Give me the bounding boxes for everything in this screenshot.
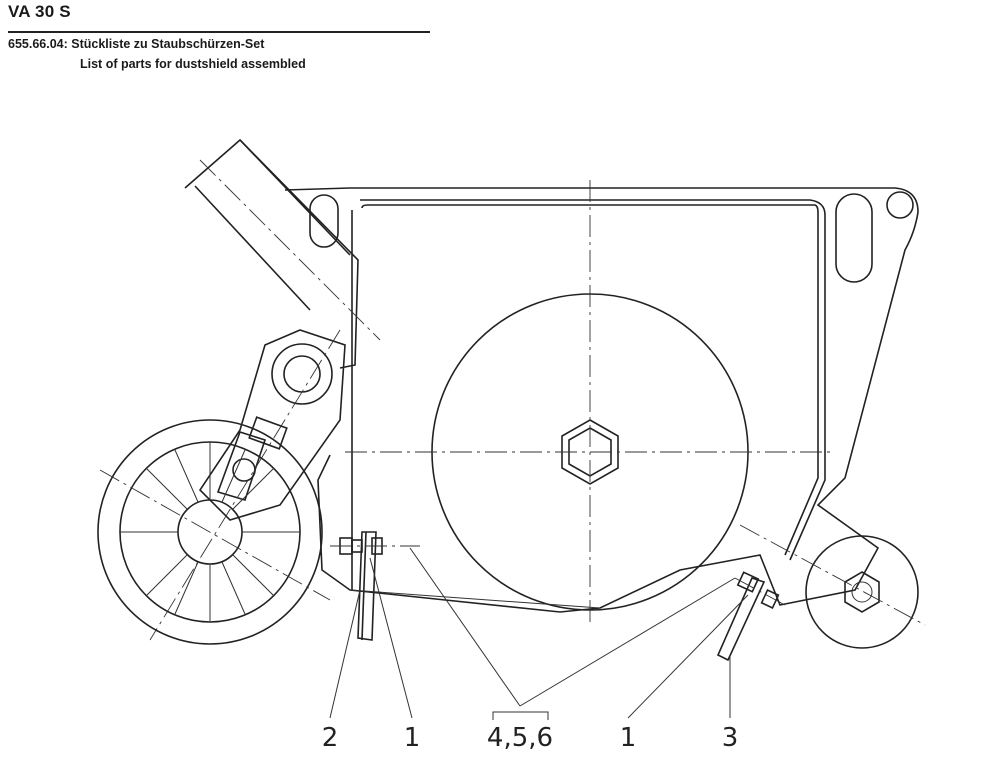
subtitle-english: List of parts for dustshield assembled [80, 57, 306, 71]
front-caster [739, 524, 926, 649]
callout-1-left: 1 [404, 723, 421, 753]
right-nut [760, 589, 780, 609]
callout-1-right: 1 [620, 723, 637, 753]
leader-lines [329, 547, 749, 720]
pivot-outer [271, 343, 333, 405]
part-code: 655.66.04: [8, 37, 68, 51]
handle-tube [184, 138, 381, 369]
title-rule [8, 31, 430, 33]
callout-3: 3 [722, 723, 739, 753]
frame-slot-right [835, 193, 873, 283]
brush-disc [345, 180, 830, 622]
rear-wheel [97, 419, 331, 645]
bracket-nut [248, 416, 288, 450]
dustshield-right [716, 571, 786, 662]
subtitle-de-text: Stückliste zu Staubschürzen-Set [71, 37, 265, 51]
callout-2: 2 [322, 723, 339, 753]
bracket-bolt [232, 458, 256, 482]
wheel-bracket [149, 329, 346, 641]
subtitle-german: 655.66.04: Stückliste zu Staubschürzen-S… [8, 37, 264, 51]
frame-hole [886, 191, 914, 219]
hex-hub [561, 419, 619, 485]
callout-4-5-6: 4,5,6 [487, 723, 553, 753]
frame-slot-left [309, 194, 339, 248]
frame-outline [284, 187, 919, 613]
pivot-inner [283, 355, 321, 393]
document-title: VA 30 S [8, 2, 71, 21]
dustshield-left [330, 531, 420, 641]
